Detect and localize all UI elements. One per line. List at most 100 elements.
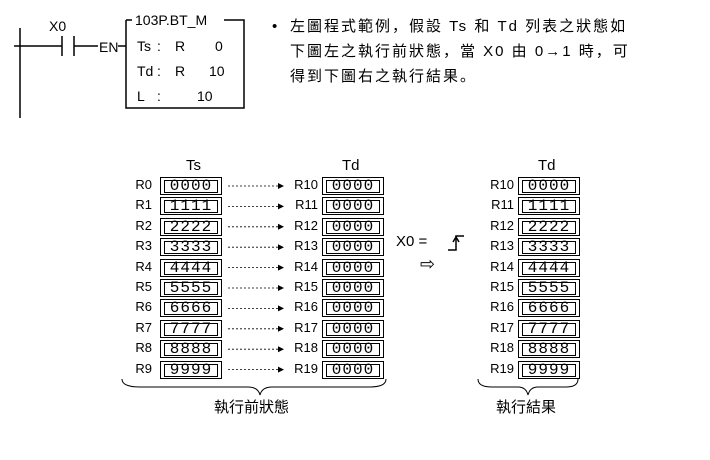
caption-after: 執行結果	[496, 399, 557, 416]
td-before-cell: 0000	[322, 197, 384, 216]
ts-cell: 9999	[160, 360, 222, 379]
td-before-cell: 0000	[322, 360, 384, 379]
td-after-reg-label: R13	[490, 238, 514, 254]
ts-cell-frame	[164, 343, 218, 357]
transfer-arrow-head	[278, 244, 284, 251]
transfer-arrow-head	[278, 264, 284, 271]
td-before-reg-label: R10	[294, 177, 318, 192]
ts-reg-label: R6	[135, 299, 152, 315]
td-after-reg-label: R17	[490, 319, 514, 335]
ts-cell: 4444	[160, 258, 222, 277]
td-before-cell-frame	[326, 180, 380, 193]
td-after-reg-label: R15	[490, 279, 514, 294]
td-before-reg-label: R14	[294, 258, 318, 274]
ts-reg-label: R8	[135, 340, 152, 356]
ts-cell-frame	[164, 261, 218, 275]
ts-cell: 7777	[160, 319, 222, 338]
ts-cell-value: 3333	[169, 238, 213, 257]
ts-cell: 2222	[160, 217, 222, 236]
ts-cell-value: 4444	[169, 258, 213, 277]
ts-cell-value: 0000	[169, 177, 213, 195]
td-before-reg-label: R16	[294, 299, 318, 315]
td-after-cell-value: 9999	[527, 360, 571, 379]
ts-cell: 0000	[160, 177, 222, 195]
td-before-cell-value: 0000	[331, 360, 375, 379]
td-after-cell-value: 2222	[527, 217, 571, 236]
td-after-cell-value: 7777	[527, 319, 571, 338]
ts-cell-frame	[164, 180, 218, 193]
td-after-cell: 1111	[518, 197, 580, 216]
transfer-arrow-head	[278, 223, 284, 230]
td-before-reg-label: R19	[294, 360, 318, 376]
td-after-cell-frame	[522, 220, 576, 234]
td-before-cell: 0000	[322, 319, 384, 338]
td-after-cell-frame	[522, 180, 576, 193]
transfer-arrow-head	[278, 366, 284, 373]
td-before-cell-value: 0000	[331, 217, 375, 236]
td-after-cell: 8888	[518, 340, 580, 359]
ts-reg-label: R9	[135, 360, 152, 376]
td-after-cell: 3333	[518, 238, 580, 257]
transfer-arrow-head	[278, 183, 284, 189]
ts-reg-label: R0	[135, 177, 152, 192]
td-before-cell-frame	[326, 363, 380, 377]
caption-before: 執行前狀態	[214, 399, 290, 416]
ts-reg-label: R4	[135, 258, 152, 274]
td-before-cell: 0000	[322, 177, 384, 195]
td-before-cell-value: 0000	[331, 299, 375, 318]
rising-edge-icon	[448, 235, 464, 251]
transfer-arrow-head	[278, 203, 284, 210]
contact-label: X0	[49, 18, 67, 34]
td-before-cell-frame	[326, 322, 380, 336]
ts-cell-frame	[164, 302, 218, 316]
en-label: EN	[99, 39, 119, 55]
td-after-cell-value: 8888	[527, 340, 571, 359]
ts-header: Ts	[186, 157, 201, 174]
ts-reg-label: R5	[135, 279, 152, 294]
td-before-reg-label: R18	[294, 340, 318, 356]
td-after-cell-value: 0000	[527, 177, 571, 195]
ts-cell-frame	[164, 282, 218, 295]
td-after-cell-frame	[522, 282, 576, 295]
description-line-3: 得到下圖右之執行結果。	[290, 68, 478, 85]
td-before-reg-label: R12	[294, 217, 318, 233]
td-before-cell: 0000	[322, 238, 384, 257]
description-line-1: 左圖程式範例，假設 Ts 和 Td 列表之狀態如	[290, 18, 628, 35]
td-before-cell-frame	[326, 343, 380, 357]
td-after-reg-label: R10	[490, 177, 514, 192]
td-after-cell: 0000	[518, 177, 580, 195]
td-before-cell: 0000	[322, 258, 384, 277]
ts-cell-frame	[164, 363, 218, 377]
transfer-arrow-head	[278, 285, 284, 291]
ts-cell-frame	[164, 200, 218, 214]
td-before-cell: 0000	[322, 217, 384, 236]
description-line-2: 下圖左之執行前狀態，當 X0 由 0→1 時，可	[290, 43, 630, 60]
td-after-cell-value: 6666	[527, 299, 571, 318]
td-after-cell-value: 4444	[527, 258, 571, 277]
td-after-cell: 6666	[518, 299, 580, 318]
td-before-reg-label: R11	[295, 197, 318, 213]
td-after-cell-frame	[522, 322, 576, 336]
transfer-arrow-head	[278, 305, 284, 312]
td-before-reg-label: R13	[294, 238, 318, 254]
ts-cell-value: 9999	[169, 360, 213, 379]
description-bullet: •	[272, 18, 280, 35]
result-arrow-icon: ⇨	[420, 254, 436, 274]
ts-cell: 8888	[160, 340, 222, 359]
td-after-cell: 2222	[518, 217, 580, 236]
ts-cell-value: 6666	[169, 299, 213, 318]
td-before-cell-value: 0000	[331, 319, 375, 338]
td-header-after: Td	[538, 157, 556, 174]
td-before-cell-value: 0000	[331, 238, 375, 257]
function-block-title: 103P.BT_M	[133, 12, 210, 28]
function-block-box	[125, 19, 245, 109]
td-before-cell: 0000	[322, 299, 384, 318]
td-after-cell: 7777	[518, 319, 580, 338]
trigger-label: X0 =	[396, 233, 428, 250]
td-before-cell-value: 0000	[331, 279, 375, 297]
td-before-cell-value: 0000	[331, 177, 375, 195]
td-after-cell-value: 1111	[527, 197, 571, 216]
td-before-cell-value: 0000	[331, 340, 375, 359]
td-header-before: Td	[342, 157, 360, 174]
